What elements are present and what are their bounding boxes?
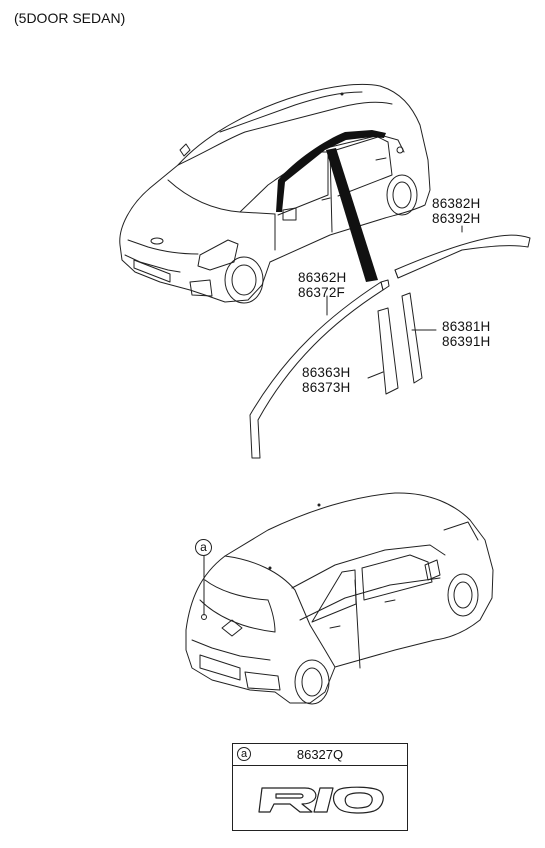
front-car-illustration [119, 83, 431, 304]
leader-86363h [367, 371, 384, 379]
part-number-86373h: 86373H [302, 380, 351, 395]
legend-part-number: 86327Q [296, 747, 344, 762]
part-number-86392h: 86392H [432, 211, 481, 226]
pn-group-86382h: 86382H 86392H [432, 196, 481, 226]
part-number-86372f: 86372F [298, 285, 345, 300]
part-number-86382h: 86382H [432, 196, 481, 211]
pn-group-86362h: 86362H 86372F [298, 270, 347, 300]
legend-header: a 86327Q [233, 744, 407, 766]
rio-emblem [258, 786, 384, 814]
callout-a: a [195, 539, 212, 556]
variant-label: (5DOOR SEDAN) [14, 10, 126, 26]
legend-box: a 86327Q [232, 743, 408, 831]
pn-group-86381h: 86381H 86391H [442, 319, 491, 349]
part-number-86363h: 86363H [302, 365, 351, 380]
part-number-86391h: 86391H [442, 334, 491, 349]
legend-callout-letter: a [237, 747, 251, 761]
rear-door-pillar-trim [401, 292, 423, 384]
part-number-86362h: 86362H [298, 270, 347, 285]
part-number-86381h: 86381H [442, 319, 491, 334]
pn-group-86363h: 86363H 86373H [302, 365, 351, 395]
front-door-pillar-trim [377, 307, 399, 395]
rear-car-illustration [185, 492, 494, 705]
rear-door-upper-moulding [394, 234, 531, 279]
